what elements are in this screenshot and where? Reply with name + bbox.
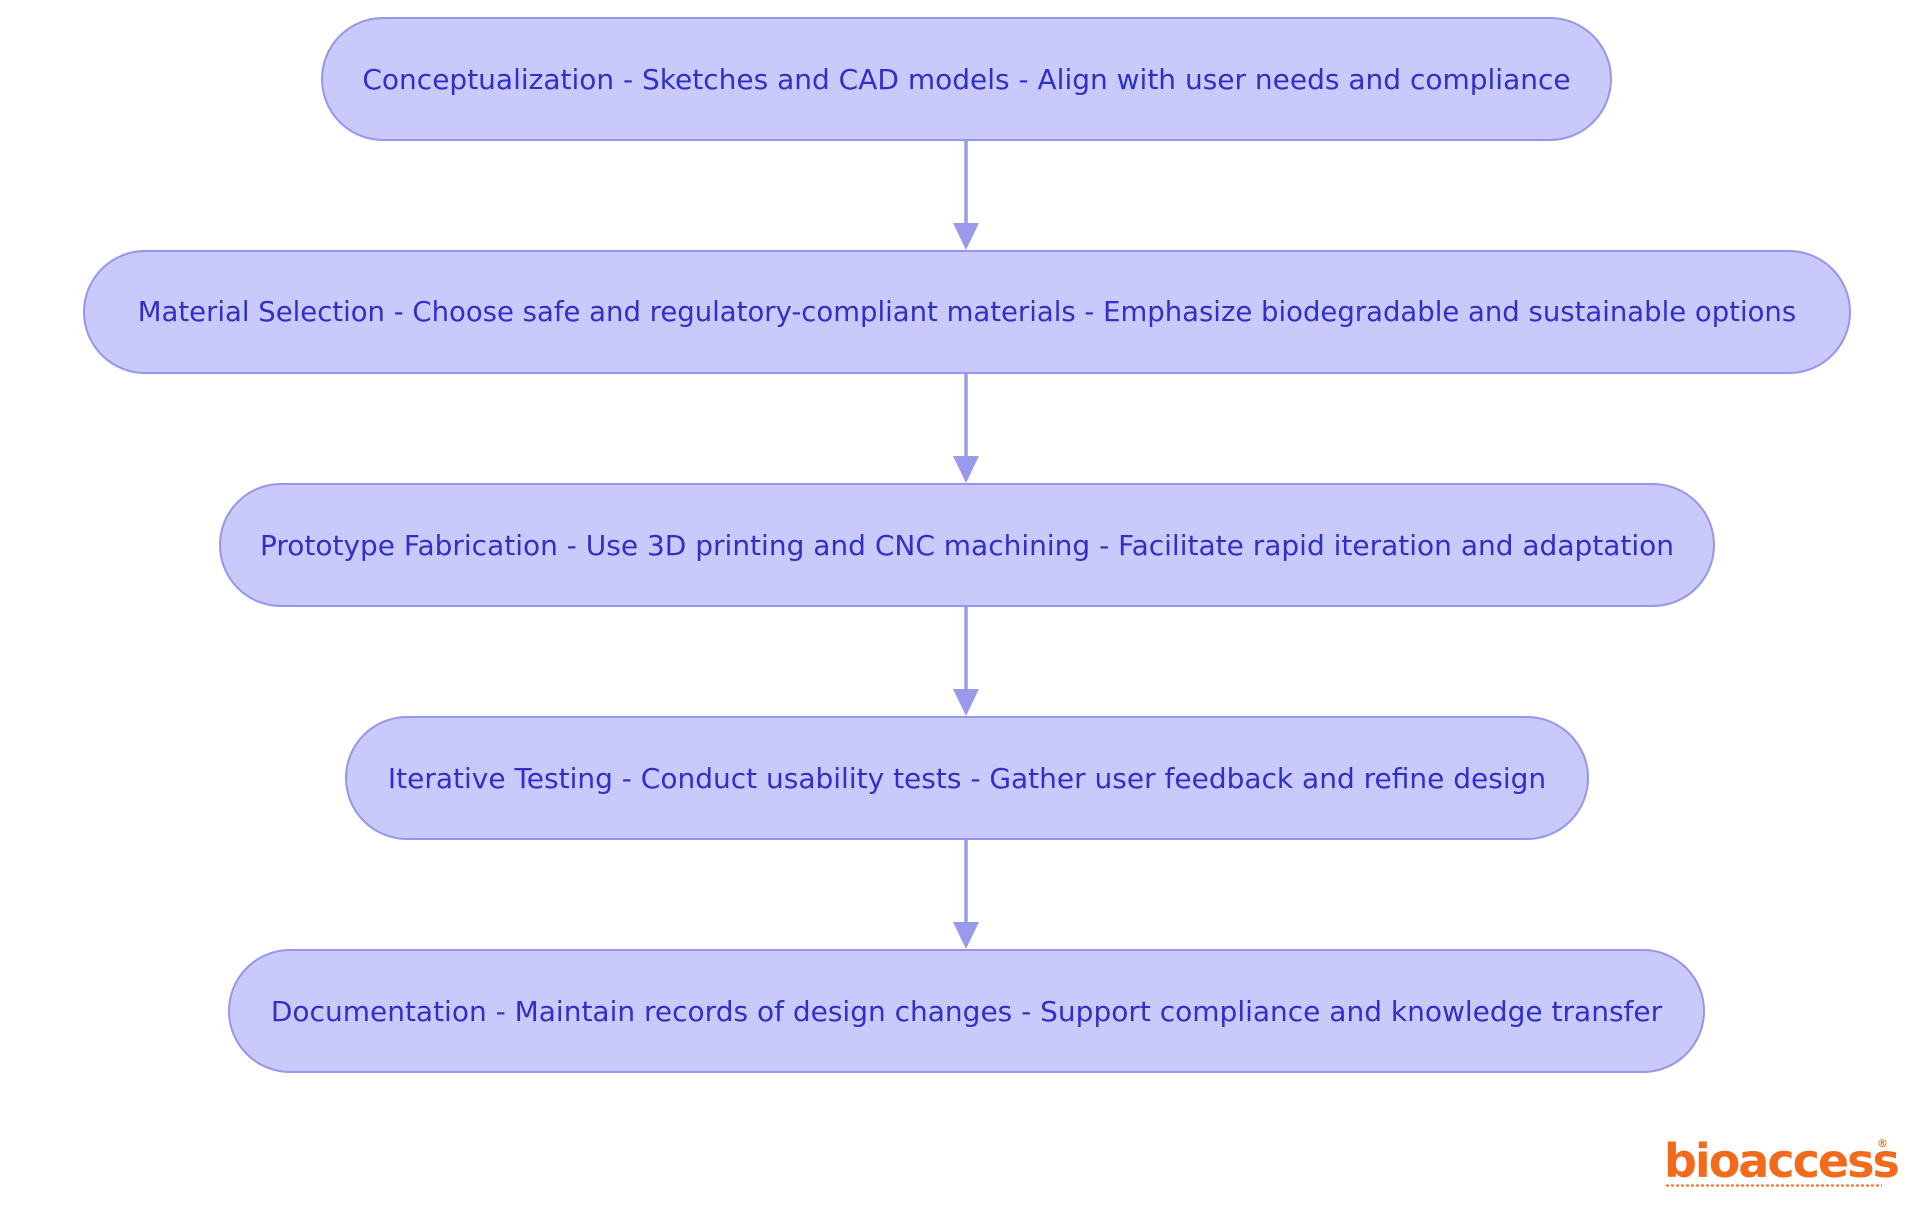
node-prototype-fabrication: Prototype Fabrication - Use 3D printing … <box>219 483 1715 607</box>
registered-mark: ® <box>1877 1137 1888 1150</box>
node-label: Material Selection - Choose safe and reg… <box>137 296 1797 328</box>
logo-tagline-graphic <box>1666 1184 1882 1187</box>
edge-n1-n2 <box>953 141 979 250</box>
node-material-selection: Material Selection - Choose safe and reg… <box>83 250 1851 374</box>
node-label: Documentation - Maintain records of desi… <box>270 994 1663 1028</box>
node-label: Conceptualization - Sketches and CAD mod… <box>362 62 1571 96</box>
node-conceptualization: Conceptualization - Sketches and CAD mod… <box>321 17 1612 141</box>
edge-n4-n5 <box>953 840 979 949</box>
bioaccess-logo: bioaccess ® <box>1664 1138 1900 1192</box>
node-label: Iterative Testing - Conduct usability te… <box>387 761 1547 795</box>
edge-n3-n4 <box>953 607 979 716</box>
edge-n2-n3 <box>953 374 979 483</box>
node-iterative-testing: Iterative Testing - Conduct usability te… <box>345 716 1589 840</box>
logo-wordmark: bioaccess <box>1664 1134 1900 1188</box>
node-label: Prototype Fabrication - Use 3D printing … <box>259 528 1675 562</box>
node-documentation: Documentation - Maintain records of desi… <box>228 949 1705 1073</box>
